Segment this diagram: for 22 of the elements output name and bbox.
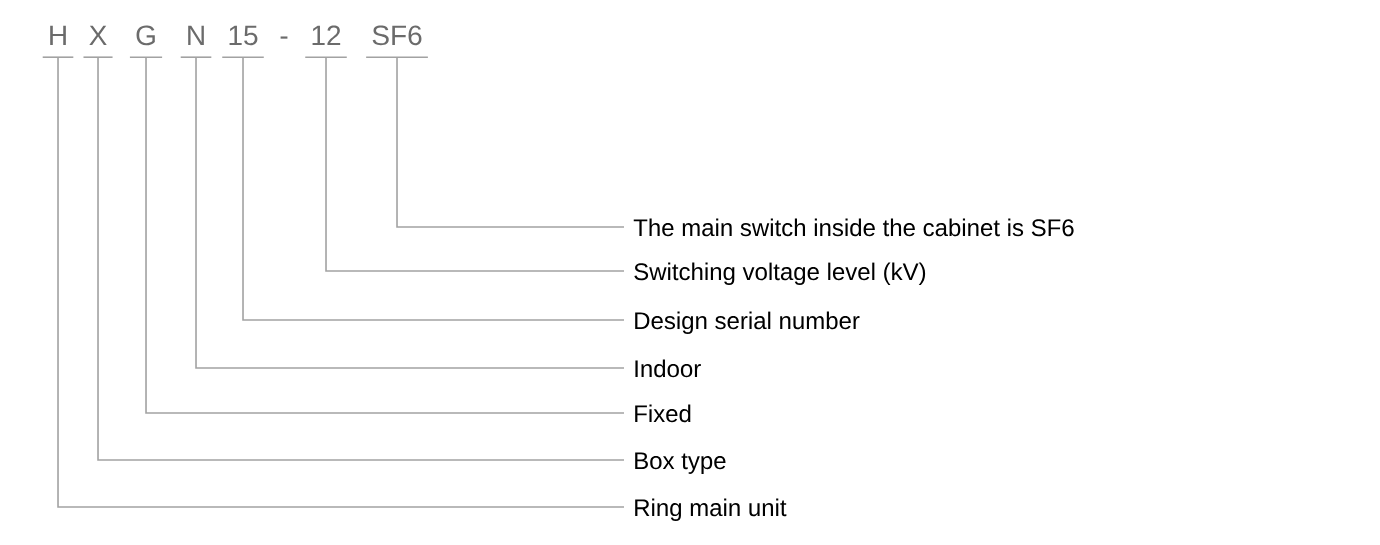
leader-line [195,56,625,369]
leader-line [97,56,625,461]
leader-line [325,56,625,272]
description-text: Switching voltage level (kV) [634,262,926,285]
code-letter: 12 [312,25,341,45]
code-letter: X [89,25,107,45]
description-text: Box type [635,452,726,474]
description-text: The main switch inside the cabinet is SF6 [633,218,1074,237]
code-letter: H [50,25,66,45]
leader-line [396,56,625,228]
description-text: Design serial number [635,311,860,334]
description-text: Indoor [635,359,701,378]
leader-line [145,56,625,414]
code-letter: N [188,25,204,45]
code-separator: - [280,36,288,39]
code-letter: 15 [229,25,258,46]
code-letter: G [136,25,155,46]
description-text: Ring main unit [635,498,787,521]
leader-line [57,56,625,508]
leader-line [242,56,625,321]
code-letter: SF6 [372,25,422,46]
description-text: Fixed [635,404,691,423]
